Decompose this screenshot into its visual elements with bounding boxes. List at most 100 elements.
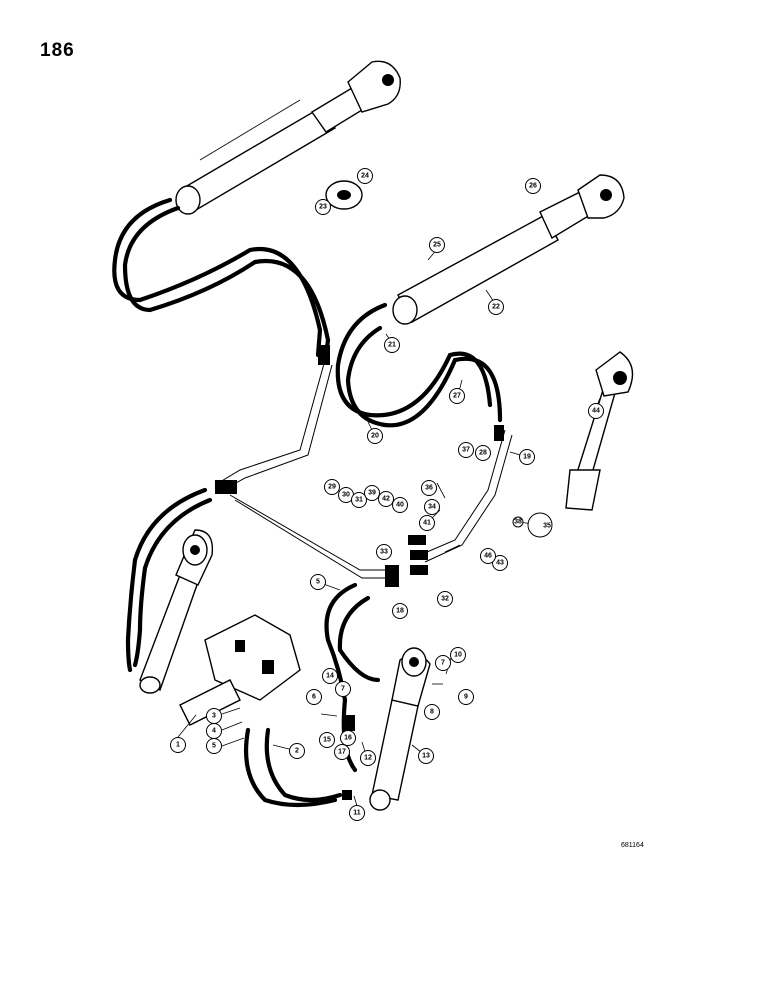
cylinder-top-right	[392, 174, 625, 325]
figure-id: 681164	[621, 842, 644, 849]
svg-text:36: 36	[425, 485, 433, 492]
callout-1: 1	[170, 737, 186, 753]
svg-text:27: 27	[453, 393, 461, 400]
svg-text:30: 30	[342, 492, 350, 499]
svg-text:1: 1	[176, 742, 180, 749]
svg-text:29: 29	[328, 484, 336, 491]
svg-text:41: 41	[423, 520, 431, 527]
svg-text:17: 17	[338, 749, 346, 756]
svg-text:7: 7	[341, 686, 345, 693]
svg-text:28: 28	[479, 450, 487, 457]
svg-text:23: 23	[319, 204, 327, 211]
svg-text:43: 43	[496, 560, 504, 567]
callout-41: 41	[419, 515, 435, 531]
svg-text:24: 24	[361, 173, 369, 180]
svg-text:35: 35	[543, 523, 551, 530]
svg-text:40: 40	[396, 502, 404, 509]
svg-text:18: 18	[396, 608, 404, 615]
callout-24: 24	[357, 168, 373, 184]
svg-text:7: 7	[441, 660, 445, 667]
cylinder-top-left	[175, 60, 401, 215]
callout-32: 32	[437, 591, 453, 607]
svg-text:13: 13	[422, 753, 430, 760]
svg-text:5: 5	[316, 579, 320, 586]
svg-text:9: 9	[464, 694, 468, 701]
callout-15: 15	[319, 732, 335, 748]
callout-34: 34	[424, 499, 440, 515]
svg-text:12: 12	[364, 755, 372, 762]
callout-29: 29	[324, 479, 340, 495]
svg-text:14: 14	[326, 673, 334, 680]
svg-text:31: 31	[355, 497, 363, 504]
callout-12: 12	[360, 750, 376, 766]
callout-44: 44	[588, 403, 604, 419]
callout-25: 25	[429, 237, 445, 253]
callout-39: 39	[364, 485, 380, 501]
svg-text:11: 11	[353, 810, 361, 817]
svg-text:39: 39	[368, 490, 376, 497]
callout-7b: 7	[435, 655, 451, 671]
svg-text:10: 10	[454, 652, 462, 659]
svg-text:38: 38	[514, 519, 522, 526]
callout-5: 5	[206, 738, 222, 754]
callout-30: 30	[338, 487, 354, 503]
callout-21: 21	[384, 337, 400, 353]
svg-text:20: 20	[371, 433, 379, 440]
svg-text:16: 16	[344, 735, 352, 742]
svg-text:8: 8	[430, 709, 434, 716]
page-number: 186	[40, 40, 75, 61]
svg-text:15: 15	[323, 737, 331, 744]
control-valve	[179, 614, 301, 726]
svg-text:32: 32	[441, 596, 449, 603]
svg-text:5: 5	[212, 743, 216, 750]
callout-40: 40	[392, 497, 408, 513]
callout-23: 23	[315, 199, 331, 215]
callout-43: 43	[492, 555, 508, 571]
callout-46: 46	[480, 548, 496, 564]
svg-text:33: 33	[380, 549, 388, 556]
callout-4: 4	[206, 723, 222, 739]
svg-text:22: 22	[492, 304, 500, 311]
callout-18: 18	[392, 603, 408, 619]
callout-37: 37	[458, 442, 474, 458]
callout-7: 7	[335, 681, 351, 697]
callout-35: 35	[527, 512, 553, 538]
svg-text:25: 25	[433, 242, 441, 249]
callout-28: 28	[475, 445, 491, 461]
svg-text:6: 6	[312, 694, 316, 701]
callout-14: 14	[322, 668, 338, 684]
svg-text:46: 46	[484, 553, 492, 560]
callout-11: 11	[349, 805, 365, 821]
callout-9: 9	[458, 689, 474, 705]
cylinder-bottom-13	[369, 647, 431, 811]
callout-10: 10	[450, 647, 466, 663]
callout-26: 26	[525, 178, 541, 194]
cylinder-left	[139, 529, 214, 694]
svg-text:42: 42	[382, 496, 390, 503]
callout-17: 17	[334, 744, 350, 760]
callout-20: 20	[367, 428, 383, 444]
callout-36: 36	[421, 480, 437, 496]
svg-text:44: 44	[592, 408, 600, 415]
callout-13: 13	[418, 748, 434, 764]
svg-text:26: 26	[529, 183, 537, 190]
plate-part-23-24	[325, 180, 363, 210]
callout-5b: 5	[310, 574, 326, 590]
callout-27: 27	[449, 388, 465, 404]
svg-text:37: 37	[462, 447, 470, 454]
callout-42: 42	[378, 491, 394, 507]
callout-16: 16	[340, 730, 356, 746]
svg-text:3: 3	[212, 713, 216, 720]
callout-3: 3	[206, 708, 222, 724]
callout-19: 19	[519, 449, 535, 465]
callout-8: 8	[424, 704, 440, 720]
callout-38: 38	[512, 516, 524, 528]
svg-text:34: 34	[428, 504, 436, 511]
callout-2: 2	[289, 743, 305, 759]
svg-text:4: 4	[212, 728, 216, 735]
callout-33: 33	[376, 544, 392, 560]
svg-text:19: 19	[523, 454, 531, 461]
callout-31: 31	[351, 492, 367, 508]
callout-6: 6	[306, 689, 322, 705]
